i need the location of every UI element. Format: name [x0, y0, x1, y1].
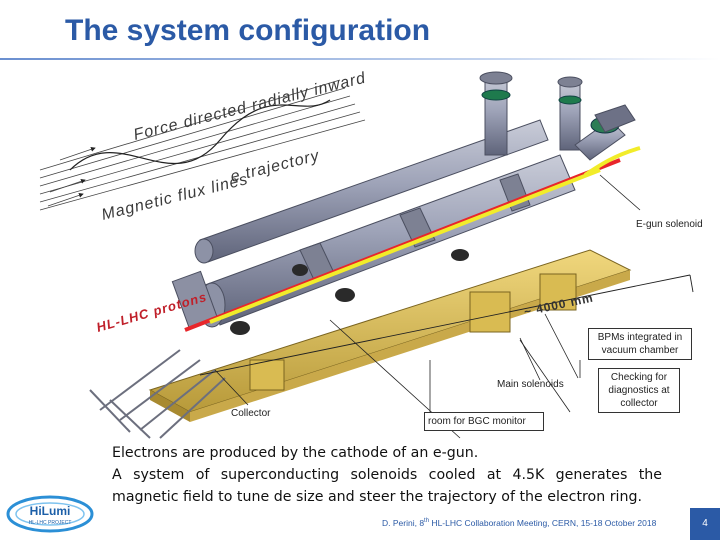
- citation-pre: D. Perini, 8: [382, 518, 425, 528]
- body-text: Electrons are produced by the cathode of…: [112, 442, 662, 508]
- main-solenoids-label: Main solenoids: [497, 379, 564, 390]
- electron-beam: [209, 168, 601, 324]
- collector-trolley: [89, 349, 226, 439]
- flux-lines-illustration: [39, 79, 366, 211]
- logo-sub-text: HL-LHC PROJECT: [29, 520, 72, 526]
- body-line-1: Electrons are produced by the cathode of…: [112, 445, 479, 461]
- checking-label: Checking for diagnostics at collector: [608, 372, 670, 409]
- title-underline: [0, 58, 720, 60]
- hilumi-logo: HiLumi HL-LHC PROJECT: [6, 495, 94, 533]
- distance-dimension: [199, 274, 694, 376]
- body-line-2: A system of superconducting solenoids co…: [112, 467, 662, 505]
- page-number: 4: [702, 518, 708, 529]
- bpm-label: BPMs integrated in vacuum chamber: [597, 332, 683, 356]
- e-gun-solenoid: [590, 104, 636, 134]
- citation-post: HL-LHC Collaboration Meeting, CERN, 15-1…: [429, 518, 657, 528]
- citation-sup: th: [424, 518, 430, 525]
- force-label: Force directed radially inward: [132, 70, 368, 144]
- collector-label: Collector: [231, 408, 271, 419]
- system-diagram: Force directed radially inward e traject…: [39, 70, 694, 439]
- page-title: The system configuration: [65, 14, 431, 47]
- e-gun-solenoid-label: E-gun solenoid: [636, 219, 703, 230]
- logo-main-text: HiLumi: [30, 504, 71, 518]
- bgc-callout: room for BGC monitor: [424, 412, 544, 431]
- main-solenoid-cryostat: [171, 119, 576, 335]
- electron-beam-bend: [583, 146, 641, 177]
- checking-diagnostics-callout: Checking for diagnostics at collector: [598, 368, 680, 413]
- page-number-badge: 4: [690, 508, 720, 540]
- bpm-callout: BPMs integrated in vacuum chamber: [588, 328, 692, 360]
- bgc-label: room for BGC monitor: [428, 416, 526, 427]
- footer-citation: D. Perini, 8th HL-LHC Collaboration Meet…: [382, 518, 656, 528]
